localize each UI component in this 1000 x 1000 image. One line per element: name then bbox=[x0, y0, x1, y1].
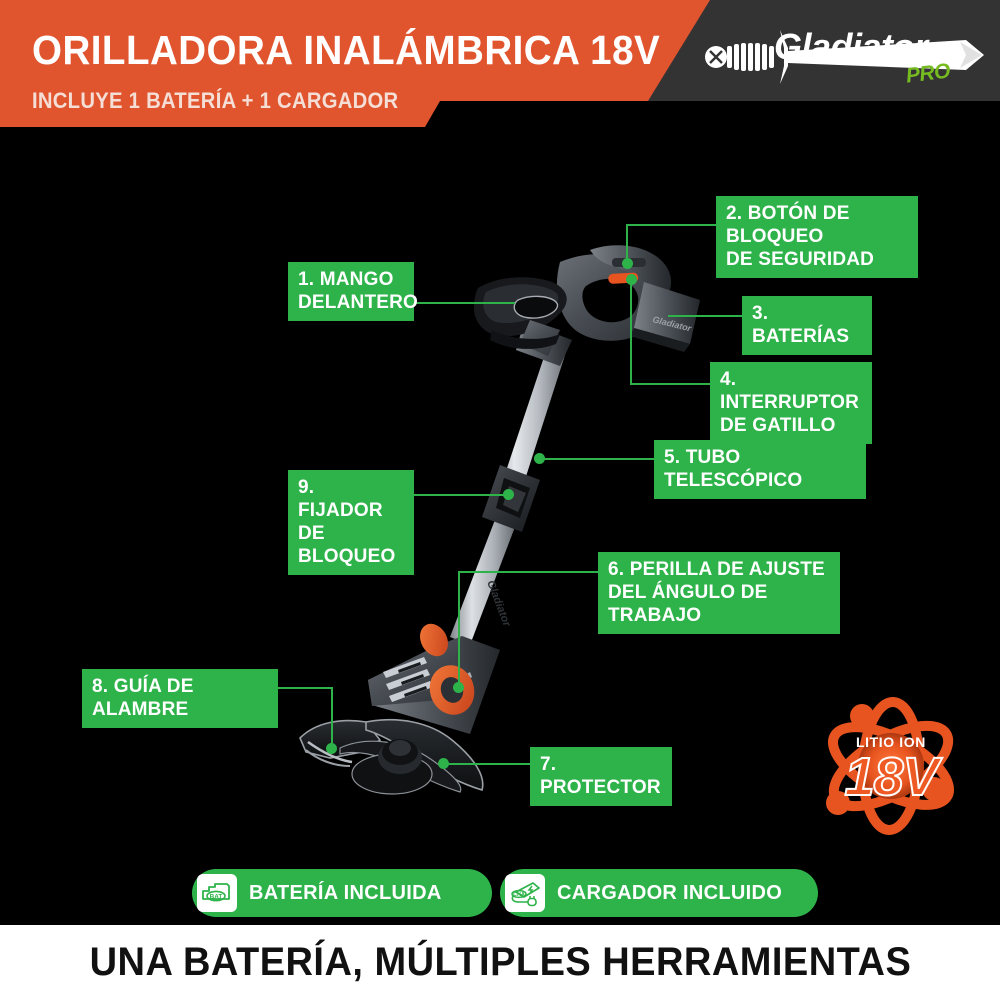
footer-tagline: UNA BATERÍA, MÚLTIPLES HERRAMIENTAS bbox=[89, 940, 911, 984]
feature-pill-charger-label: CARGADOR INCLUIDO bbox=[557, 881, 783, 904]
leader-dot-7 bbox=[438, 758, 449, 769]
leader-line-2a bbox=[626, 224, 718, 226]
leader-line-8a bbox=[278, 687, 333, 689]
leader-line-3 bbox=[668, 315, 742, 317]
callout-label-1[interactable]: 1. MANGO DELANTERO bbox=[288, 262, 418, 321]
svg-text:BAT: BAT bbox=[210, 893, 223, 900]
leader-line-4a bbox=[630, 383, 712, 385]
feature-pill-battery-label: BATERÍA INCLUIDA bbox=[249, 881, 442, 904]
callout-label-7[interactable]: 7. PROTECTOR bbox=[530, 747, 672, 806]
battery-icon-glyph: BAT bbox=[202, 883, 230, 902]
charger-icon-glyph: CHA bbox=[511, 882, 540, 907]
callout-label-9[interactable]: 9. FIJADOR DE BLOQUEO bbox=[288, 470, 414, 575]
page-subtitle: INCLUYE 1 BATERÍA + 1 CARGADOR bbox=[32, 88, 399, 113]
leader-dot-2 bbox=[622, 258, 633, 269]
leader-dot-6 bbox=[453, 682, 464, 693]
callout-label-2[interactable]: 2. BOTÓN DE BLOQUEO DE SEGURIDAD bbox=[716, 196, 918, 278]
leader-dot-4 bbox=[626, 274, 637, 285]
brand-logo: Gladiator PRO bbox=[698, 18, 988, 96]
leader-line-2b bbox=[626, 224, 628, 264]
callout-label-6[interactable]: 6. PERILLA DE AJUSTE DEL ÁNGULO DE TRABA… bbox=[598, 552, 840, 634]
leader-line-7 bbox=[443, 763, 532, 765]
page-title: ORILLADORA INALÁMBRICA 18V bbox=[32, 27, 661, 73]
callout-label-8[interactable]: 8. GUÍA DE ALAMBRE bbox=[82, 669, 278, 728]
leader-line-5 bbox=[540, 458, 654, 460]
header-subtitle-panel bbox=[0, 101, 440, 127]
battery-icon: BAT bbox=[197, 874, 237, 912]
svg-text:Gladiator: Gladiator bbox=[484, 579, 513, 629]
leader-line-1 bbox=[410, 302, 515, 304]
leader-dot-5 bbox=[534, 453, 545, 464]
atom-icon bbox=[826, 697, 955, 835]
header-orange-panel bbox=[0, 0, 710, 101]
badge-voltage-text: 18V bbox=[843, 746, 939, 808]
brand-logo-text: Gladiator bbox=[774, 26, 928, 67]
feature-pill-charger[interactable]: CHA CARGADOR INCLUIDO bbox=[500, 869, 818, 917]
leader-dot-9 bbox=[503, 489, 514, 500]
badge-top-label: LITIO ION bbox=[856, 734, 926, 750]
charger-icon: CHA bbox=[505, 874, 545, 912]
callout-label-4[interactable]: 4. INTERRUPTOR DE GATILLO bbox=[710, 362, 872, 444]
svg-text:CHA: CHA bbox=[513, 892, 525, 898]
leader-line-4b bbox=[630, 280, 632, 383]
footer-bar: UNA BATERÍA, MÚLTIPLES HERRAMIENTAS bbox=[0, 925, 1000, 1000]
leader-line-6b bbox=[458, 571, 460, 688]
callout-label-5[interactable]: 5. TUBO TELESCÓPICO bbox=[654, 440, 866, 499]
callout-label-3[interactable]: 3. BATERÍAS bbox=[742, 296, 872, 355]
leader-line-8b bbox=[331, 687, 333, 750]
leader-line-9 bbox=[412, 494, 510, 496]
feature-pill-battery[interactable]: BAT BATERÍA INCLUIDA bbox=[192, 869, 492, 917]
battery-voltage-badge: LITIO ION 18V bbox=[806, 686, 976, 846]
leader-line-6a bbox=[458, 571, 600, 573]
leader-dot-8 bbox=[326, 743, 337, 754]
sword-icon bbox=[705, 30, 984, 84]
